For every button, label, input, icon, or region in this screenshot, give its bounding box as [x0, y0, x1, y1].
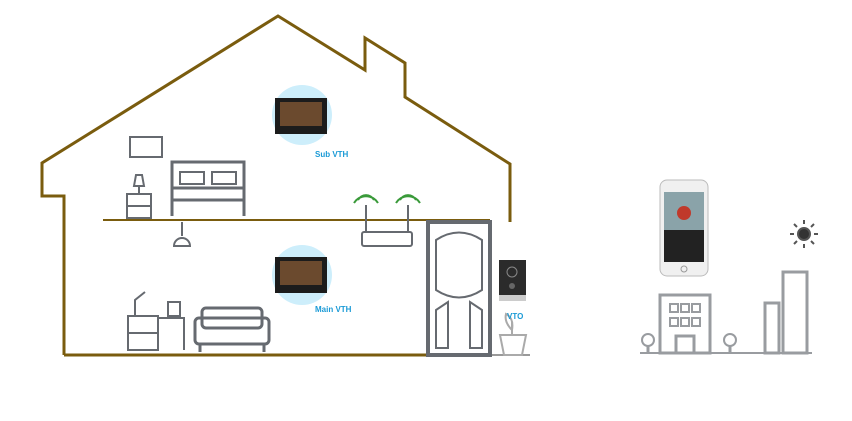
main-vth-label: Main VTH: [315, 305, 352, 314]
plant-pot-icon: [498, 312, 528, 356]
house-outline: [40, 14, 512, 355]
wifi-router-icon: [353, 194, 421, 247]
vto-label: VTO: [507, 312, 524, 321]
bed-icon: [170, 160, 246, 216]
smartphone-app-icon: [659, 179, 709, 277]
sub-vth-device: [272, 85, 332, 145]
picture-frame-icon: [129, 136, 163, 158]
sofa-icon: [193, 306, 271, 352]
city-buildings-icon: [640, 270, 812, 355]
vto-device: [499, 260, 526, 301]
nightstand-icon: [126, 174, 152, 219]
ceiling-lamp-icon: [172, 222, 192, 247]
sub-vth-label: Sub VTH: [315, 150, 349, 159]
desk-icon: [127, 291, 185, 351]
sun-icon: [790, 220, 818, 248]
main-vth-device: [272, 245, 332, 305]
front-door-icon: [426, 220, 492, 357]
